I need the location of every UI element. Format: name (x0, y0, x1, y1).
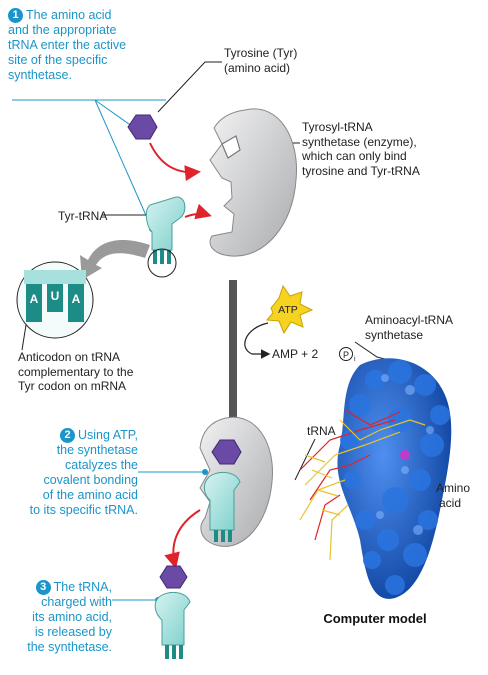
trna-anticodon-stubs (153, 250, 171, 264)
atp-label: ATP (278, 304, 298, 316)
computer-model-amino-acid (400, 450, 410, 460)
atp-to-amp-arrow (244, 322, 271, 359)
charged-trna-molecule (154, 592, 191, 646)
tyrosine-label: Tyrosine (Tyr) (amino acid) (224, 46, 298, 75)
computer-model-trna-strands (299, 409, 426, 561)
phosphate-icon (339, 347, 353, 361)
phosphate-subscript: i (354, 356, 356, 363)
amino-acid-label-line-1: Amino (436, 481, 470, 495)
enzyme-binding-pocket (221, 135, 241, 159)
computer-model-trna-label: tRNA (307, 424, 336, 438)
charged-amino-acid-icon (159, 565, 188, 589)
anticodon-label: Anticodon on tRNA complementary to the T… (18, 350, 134, 393)
anticodon-letter-2: U (51, 289, 60, 303)
anticodon-base-a2 (68, 282, 84, 322)
amino-acid-label-line-2: acid (439, 496, 461, 510)
anticodon-base-u (47, 282, 63, 312)
phosphate-symbol: P (343, 350, 349, 360)
step2-pointer-lines (138, 469, 208, 475)
anticodon-base-a1 (26, 282, 42, 322)
tyr-trna-label: Tyr-tRNA (58, 209, 107, 223)
tyrosine-amino-acid-icon (127, 114, 158, 140)
anticodon-letter-1: A (30, 292, 39, 306)
step-3-number: 3 (35, 580, 51, 595)
tyrosyl-trna-synthetase-enzyme (209, 108, 298, 257)
bound-trna-anticodon-stubs (214, 530, 232, 542)
anticodon-backbone (24, 270, 86, 284)
atp-star-icon (265, 284, 314, 335)
bound-trna-molecule (203, 472, 241, 531)
tyr-trna-molecule (145, 196, 186, 251)
synthetase-label: Tyrosyl-tRNA synthetase (enzyme), which … (302, 120, 420, 178)
bound-amino-acid-icon (211, 439, 242, 465)
aminoacyl-label-line-1: Aminoacyl-tRNA (365, 313, 453, 327)
anticodon-letter-3: A (72, 292, 81, 306)
arrow-amino-to-enzyme (149, 142, 201, 182)
aminoacyl-label-line-2: synthetase (365, 328, 423, 342)
anticodon-zoom-circle (147, 248, 177, 278)
step3-pointer-lines (112, 597, 161, 603)
step-2-number: 2 (60, 428, 75, 443)
amp-label: AMP + 2 (272, 347, 318, 361)
arrow-trna-to-enzyme (184, 203, 212, 220)
zoom-arrow (80, 240, 150, 280)
release-arrow (164, 509, 201, 569)
computer-model-caption: Computer model (323, 611, 426, 626)
step-1-number: 1 (8, 8, 23, 23)
main-reaction-arrow-shaft (229, 280, 237, 480)
computer-model-protein (337, 358, 452, 599)
charged-trna-anticodon-stubs (165, 645, 183, 659)
